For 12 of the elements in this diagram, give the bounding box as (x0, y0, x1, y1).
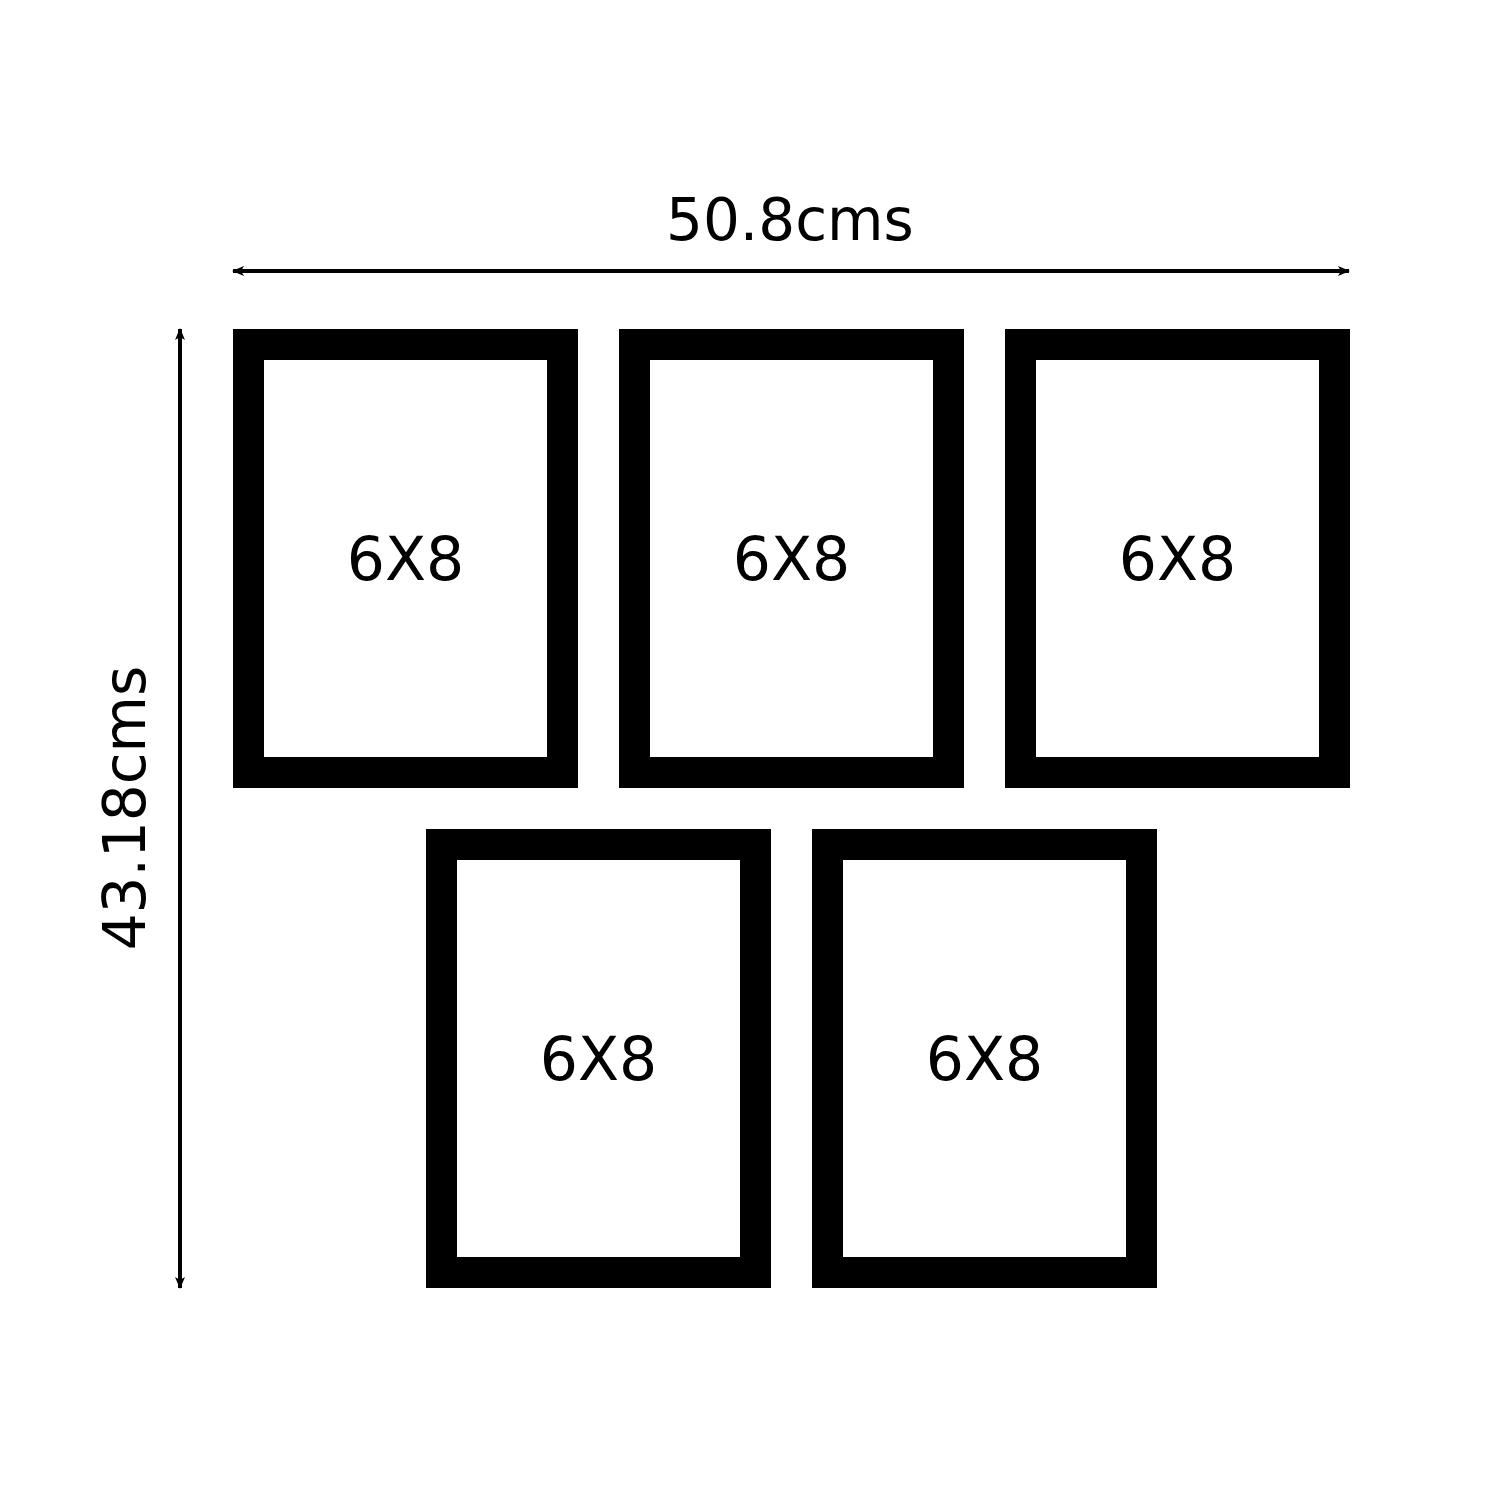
picture-frame (812, 829, 1157, 1288)
frame-size-label: 6X8 (539, 1023, 658, 1094)
picture-frame (1005, 329, 1350, 788)
frame-size-label: 6X8 (1118, 523, 1237, 594)
dimension-label: 43.18cms (90, 665, 159, 951)
frame-size-label: 6X8 (925, 1023, 1044, 1094)
picture-frame (426, 829, 771, 1288)
frame-size-label: 6X8 (732, 523, 851, 594)
frame-size-label: 6X8 (346, 523, 465, 594)
dimension-label: 50.8cms (666, 186, 914, 254)
picture-frame (233, 329, 578, 788)
picture-frame (619, 329, 964, 788)
